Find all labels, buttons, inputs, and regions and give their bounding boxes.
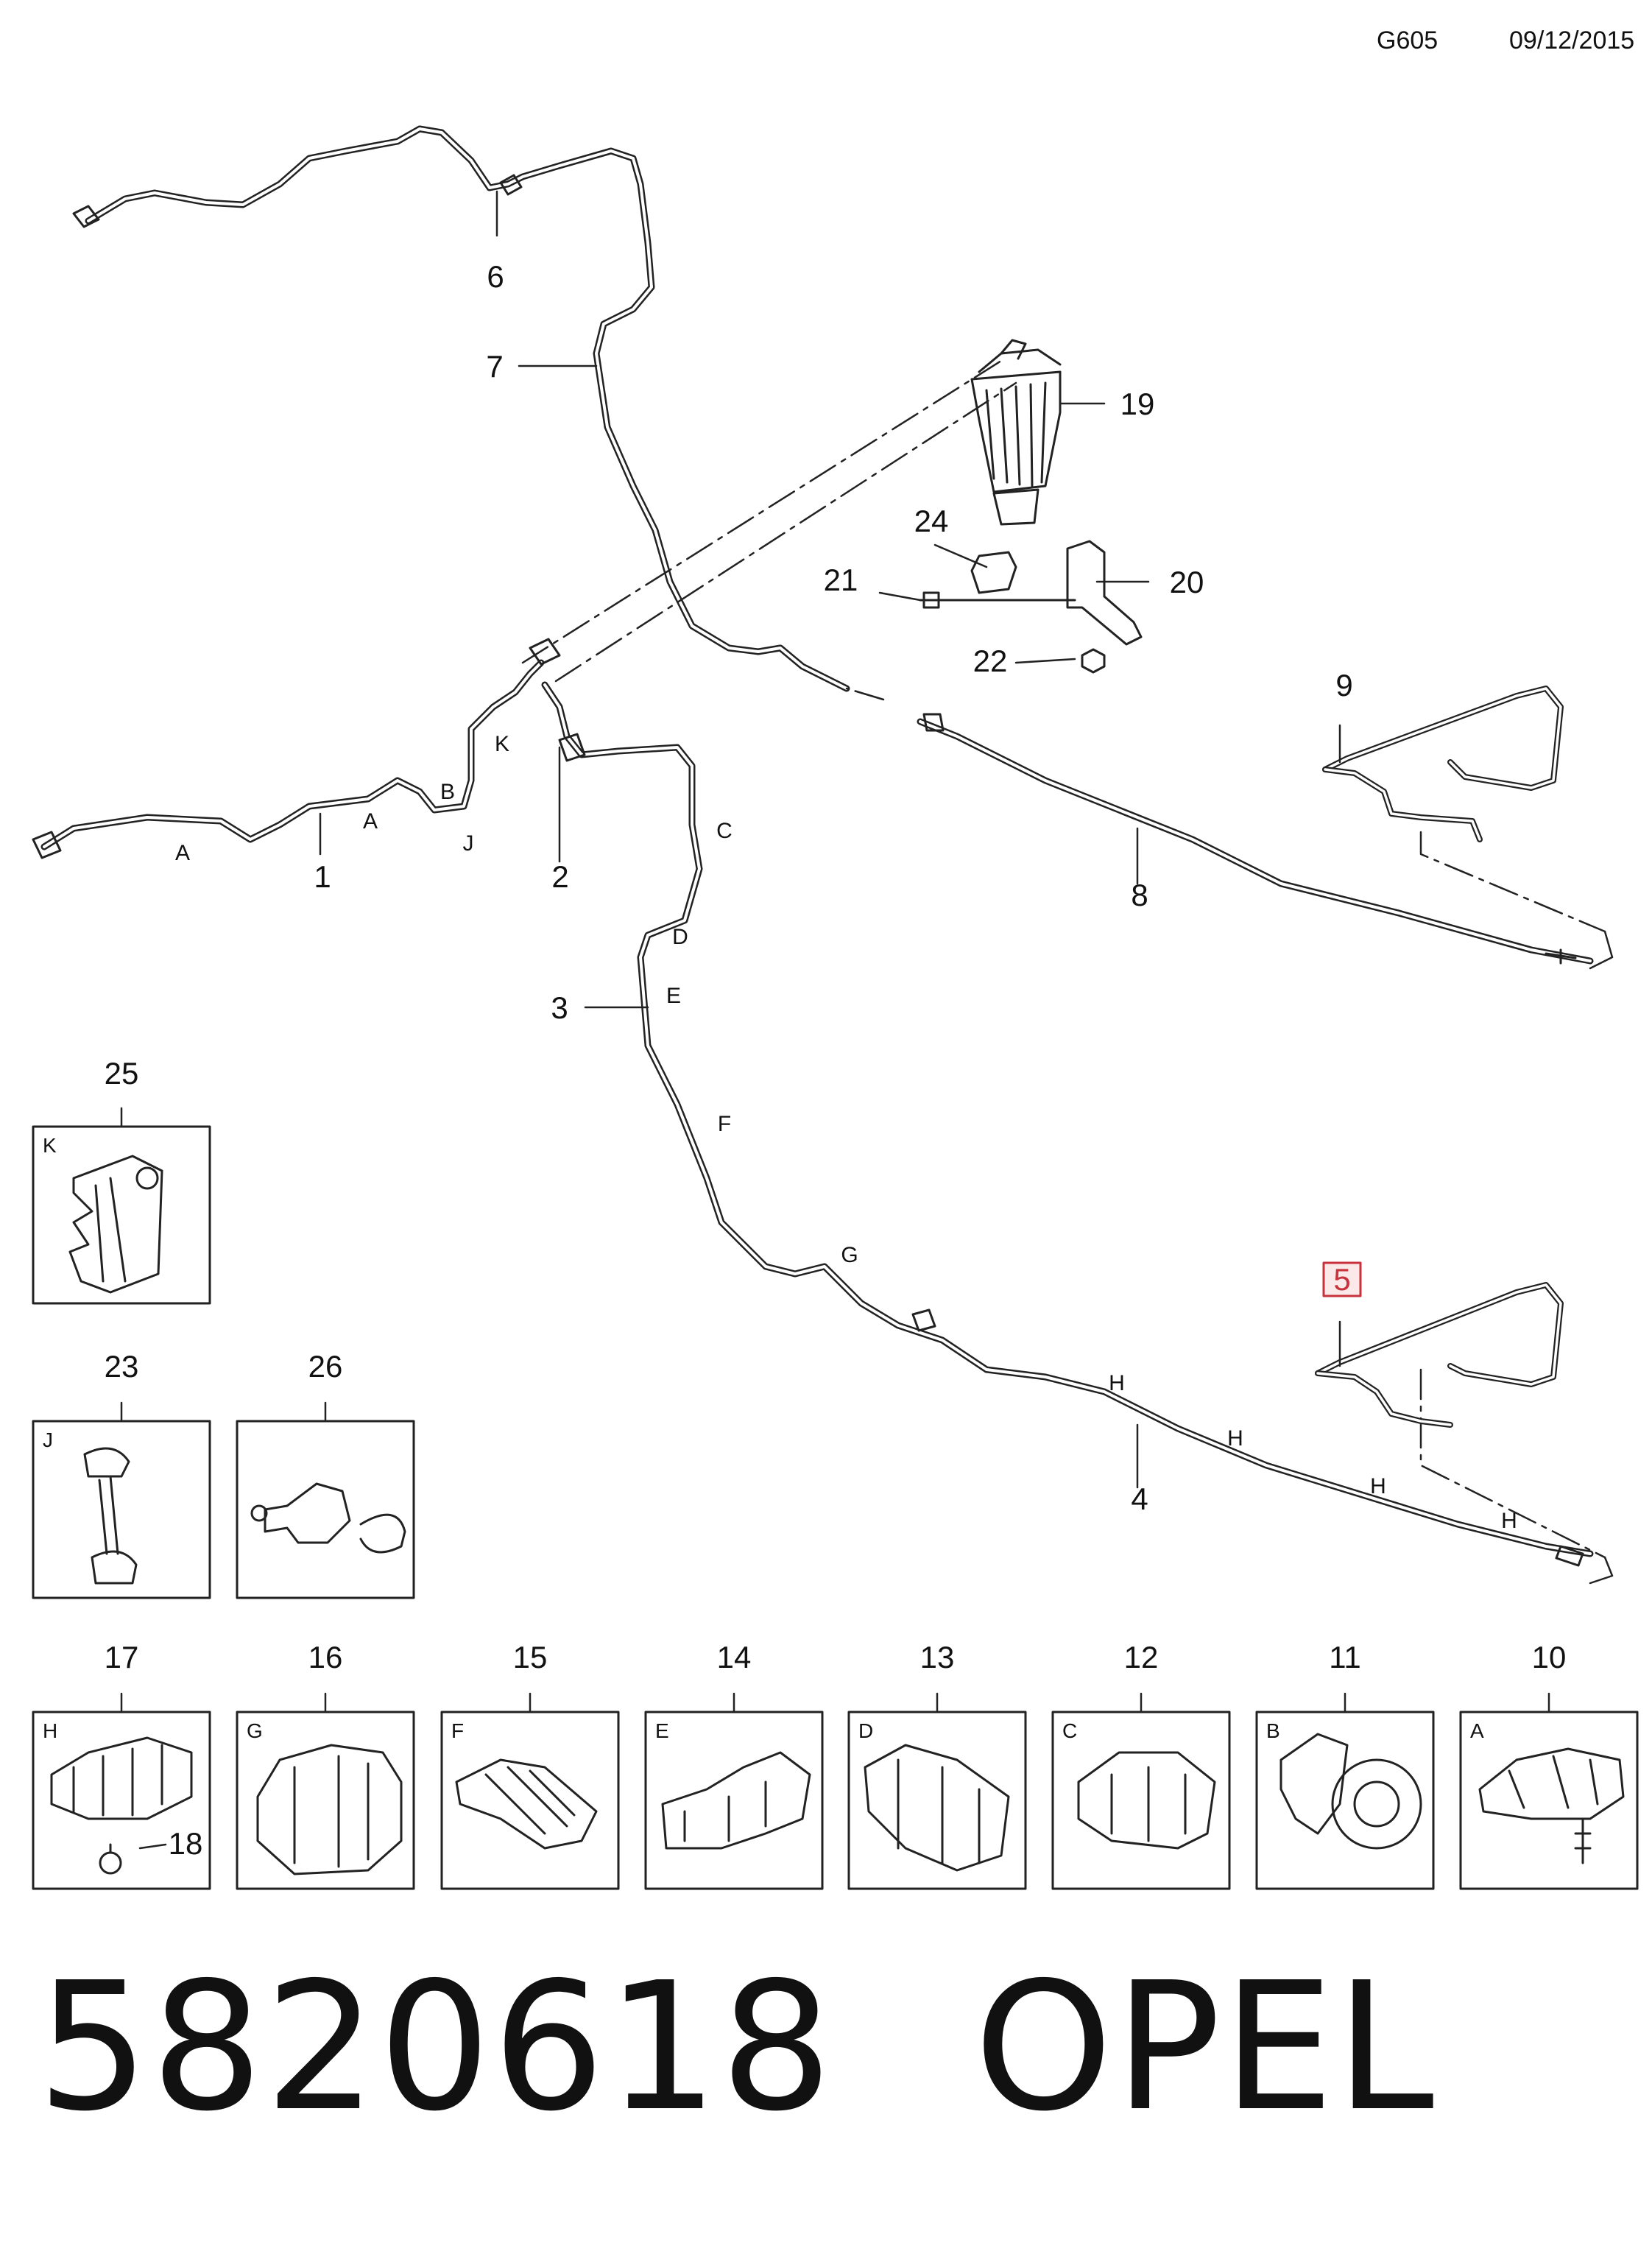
callout-25: 25 <box>105 1056 139 1091</box>
clip-letter-k: K <box>495 732 509 756</box>
box-letter-c: C <box>1062 1719 1077 1742</box>
fuel-filter-19 <box>970 339 1062 526</box>
bracket-lines <box>1589 930 1614 1585</box>
clip-letter-a1: A <box>175 841 190 865</box>
callout-26: 26 <box>308 1349 343 1384</box>
clip-letter-h4: H <box>1501 1509 1517 1533</box>
callout-15: 15 <box>513 1640 548 1674</box>
clip-23-drawing <box>83 1447 138 1585</box>
box-letter-k: K <box>43 1134 57 1157</box>
fuel-pipe-8 <box>917 713 1594 965</box>
callout-20: 20 <box>1170 565 1204 599</box>
clip-15-drawing <box>455 1758 598 1850</box>
callout-17: 17 <box>105 1640 139 1674</box>
callout-12: 12 <box>1124 1640 1159 1674</box>
callout-18: 18 <box>169 1826 203 1861</box>
clip-letter-h2: H <box>1227 1426 1243 1451</box>
clip-letter-g: G <box>841 1243 858 1267</box>
callout-2: 2 <box>551 859 568 894</box>
callout-3: 3 <box>551 990 568 1025</box>
clip-letter-e: E <box>666 984 681 1008</box>
clip-14-drawing <box>661 1751 811 1850</box>
callout-9: 9 <box>1335 668 1352 702</box>
clip-letter-d: D <box>672 925 688 949</box>
callout-13: 13 <box>920 1640 955 1674</box>
clip-10-drawing <box>1478 1747 1625 1864</box>
callout-4: 4 <box>1131 1482 1148 1516</box>
clip-letter-b: B <box>440 780 455 804</box>
clip-letter-c: C <box>716 819 733 843</box>
callout-23: 23 <box>105 1349 139 1384</box>
callout-14: 14 <box>717 1640 752 1674</box>
callout-leaders <box>319 190 1341 1489</box>
callout-21: 21 <box>824 563 858 597</box>
clip-letter-j: J <box>463 831 474 856</box>
callout-19: 19 <box>1120 387 1155 421</box>
clip-12-drawing <box>1077 1751 1216 1850</box>
leader-lines <box>521 359 1606 1559</box>
clip-26-drawing <box>250 1482 406 1554</box>
callout-5: 5 <box>1333 1262 1350 1297</box>
clip-letter-a2: A <box>363 809 378 834</box>
box-letter-h: H <box>43 1719 57 1742</box>
clip-13-drawing <box>864 1744 1010 1872</box>
callout-8: 8 <box>1131 878 1148 912</box>
clip-25-drawing <box>68 1155 163 1294</box>
callout-1: 1 <box>314 859 331 894</box>
callout-10: 10 <box>1532 1640 1567 1674</box>
diagram-date: 09/12/2015 <box>1509 27 1635 54</box>
box-letter-a: A <box>1470 1719 1484 1742</box>
callout-6: 6 <box>487 259 504 294</box>
clip-letter-h3: H <box>1370 1474 1386 1498</box>
callout-7: 7 <box>486 349 503 384</box>
fuel-pipe-1 <box>32 638 561 859</box>
box-letter-e: E <box>655 1719 669 1742</box>
fuel-pipe-9 <box>1322 686 1564 842</box>
box-letter-d: D <box>858 1719 873 1742</box>
brand-name: OPEL <box>973 1944 1436 2150</box>
box-leaders <box>120 1107 1550 1850</box>
parts-diagram: 6 7 19 24 21 20 22 9 1 2 8 3 5 4 25 23 2… <box>32 125 1639 1890</box>
callout-24: 24 <box>914 504 949 538</box>
filter-bracket-20 <box>919 540 1143 674</box>
fuel-pipe-5 <box>1315 1282 1564 1428</box>
box-letter-f: F <box>451 1719 464 1742</box>
box-letter-j: J <box>43 1429 53 1451</box>
clip-letter-h1: H <box>1109 1371 1125 1395</box>
fuel-pipe-3 <box>541 681 1594 1567</box>
callout-22: 22 <box>973 644 1008 678</box>
callout-16: 16 <box>308 1640 343 1674</box>
part-footer: 5820618 OPEL <box>37 1944 1436 2150</box>
clip-11-drawing <box>1279 1733 1422 1850</box>
part-number: 5820618 <box>37 1944 834 2150</box>
fuel-pipe-7 <box>72 125 850 692</box>
diagram-code: G605 <box>1377 27 1439 54</box>
clip-16-drawing <box>256 1744 403 1875</box>
clip-17-drawing <box>50 1736 193 1875</box>
callout-11: 11 <box>1329 1640 1361 1674</box>
box-letter-g: G <box>247 1719 263 1742</box>
box-letter-b: B <box>1266 1719 1280 1742</box>
callout-5-highlight <box>1322 1261 1362 1297</box>
clip-letter-f: F <box>718 1112 731 1136</box>
